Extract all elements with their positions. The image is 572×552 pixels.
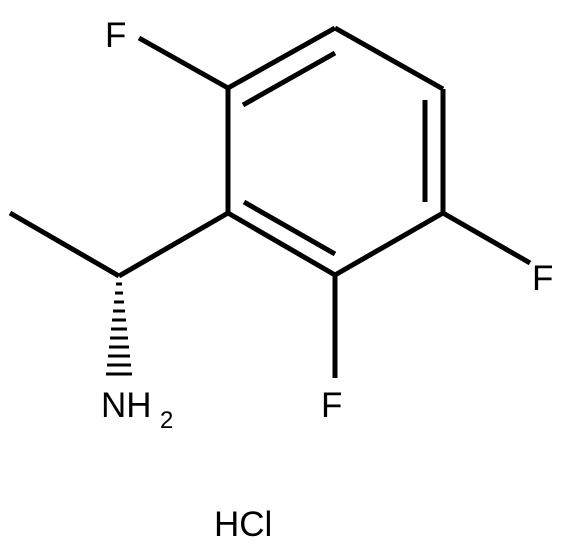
ring-double-bond-c5-c6	[242, 199, 337, 257]
ring-double-bond-c1-c2	[241, 50, 337, 108]
ring-bond-c5-c6	[226, 210, 337, 278]
fluorine-bottom-label: F	[321, 386, 342, 425]
fluorine-top-label: F	[105, 16, 126, 55]
fluorine-right-label: F	[532, 259, 553, 298]
ring-bond-c4-c5	[333, 210, 445, 278]
ring-bond-c2-c3	[333, 25, 445, 92]
bond-chiral-to-methyl	[8, 210, 121, 279]
amine-hydrogen-subscript: 2	[160, 407, 173, 434]
salt-label: HCl	[214, 505, 272, 544]
hashed-wedge-bond	[106, 282, 132, 376]
bond-to-f-top	[137, 35, 230, 91]
bond-ring-to-chiral-carbon	[117, 210, 230, 279]
bond-to-f-right	[441, 210, 532, 266]
ring-bond-c1-c2	[226, 25, 337, 91]
amine-label: NH	[101, 386, 152, 425]
